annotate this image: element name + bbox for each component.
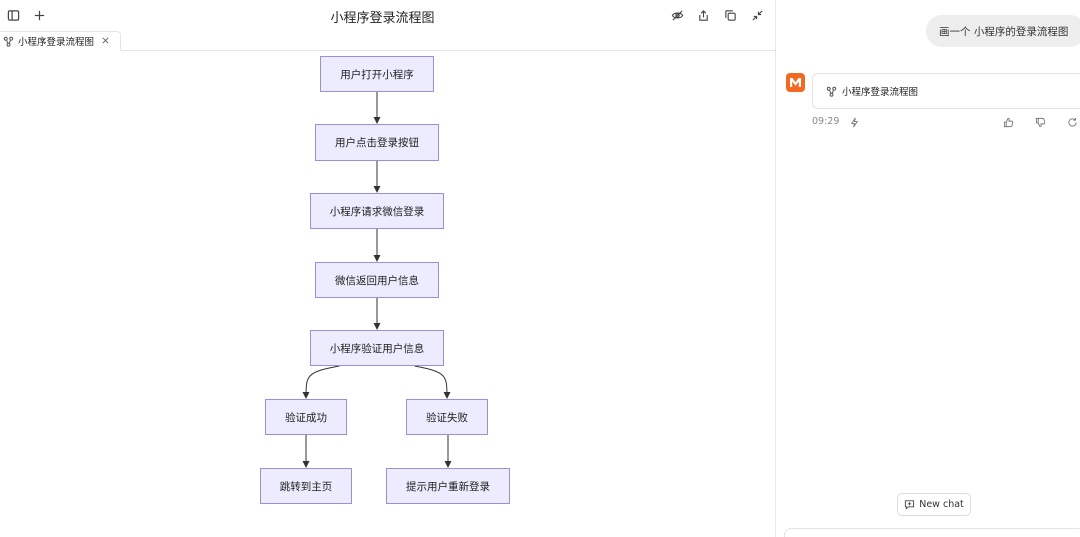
pane-divider[interactable] (775, 0, 776, 537)
refresh-icon[interactable] (1066, 116, 1078, 128)
flow-node[interactable]: 跳转到主页 (260, 468, 352, 504)
flow-node[interactable]: 验证成功 (265, 399, 347, 435)
diagram-icon (3, 36, 14, 47)
copy-icon[interactable] (721, 6, 739, 24)
sidebar-toggle-icon[interactable] (4, 6, 22, 24)
flow-node[interactable]: 验证失败 (406, 399, 488, 435)
new-chat-button[interactable]: New chat (897, 493, 971, 516)
collapse-icon[interactable] (748, 6, 766, 24)
flow-edge (302, 365, 340, 399)
assistant-avatar (786, 73, 805, 92)
flowchart-canvas: 用户打开小程序 用户点击登录按钮 小程序请求微信登录 微信返回用户信息 小程序验… (0, 51, 775, 537)
add-icon[interactable] (30, 6, 48, 24)
tab-flowchart[interactable]: 小程序登录流程图 (0, 31, 121, 51)
tab-bar: 小程序登录流程图 (0, 31, 775, 51)
lightning-icon (848, 116, 860, 128)
flow-node[interactable]: 小程序请求微信登录 (310, 193, 444, 229)
artifact-pane: 小程序登录流程图 小程序登录流程图 (0, 0, 775, 537)
flow-node[interactable]: 小程序验证用户信息 (310, 330, 444, 366)
share-icon[interactable] (694, 6, 712, 24)
page-title: 小程序登录流程图 (330, 11, 435, 26)
thumbs-down-icon[interactable] (1034, 116, 1046, 128)
flow-edge (414, 365, 451, 399)
flow-node[interactable]: 用户点击登录按钮 (315, 124, 439, 161)
chat-bubble-icon (904, 499, 915, 510)
user-message: 画一个 小程序的登录流程图 (926, 15, 1080, 47)
diagram-icon (826, 86, 837, 97)
close-icon[interactable] (100, 35, 111, 46)
hide-icon[interactable] (668, 6, 686, 24)
artifact-toolbar: 小程序登录流程图 (0, 0, 775, 31)
flow-node[interactable]: 用户打开小程序 (320, 56, 434, 92)
logo-icon (790, 78, 801, 87)
flow-node[interactable]: 提示用户重新登录 (386, 468, 510, 504)
artifact-card[interactable]: 小程序登录流程图 (812, 73, 1080, 109)
flow-node[interactable]: 微信返回用户信息 (315, 262, 439, 298)
thumbs-up-icon[interactable] (1002, 116, 1014, 128)
artifact-title: 小程序登录流程图 (842, 87, 919, 98)
tab-label: 小程序登录流程图 (18, 37, 95, 48)
flowchart-edges (302, 92, 452, 468)
new-chat-label: New chat (919, 499, 964, 510)
message-input[interactable] (784, 528, 1080, 537)
message-time: 09:29 (812, 116, 840, 127)
chat-pane: 画一个 小程序的登录流程图 小程序登录流程图 09:29 New ch (776, 0, 1080, 537)
